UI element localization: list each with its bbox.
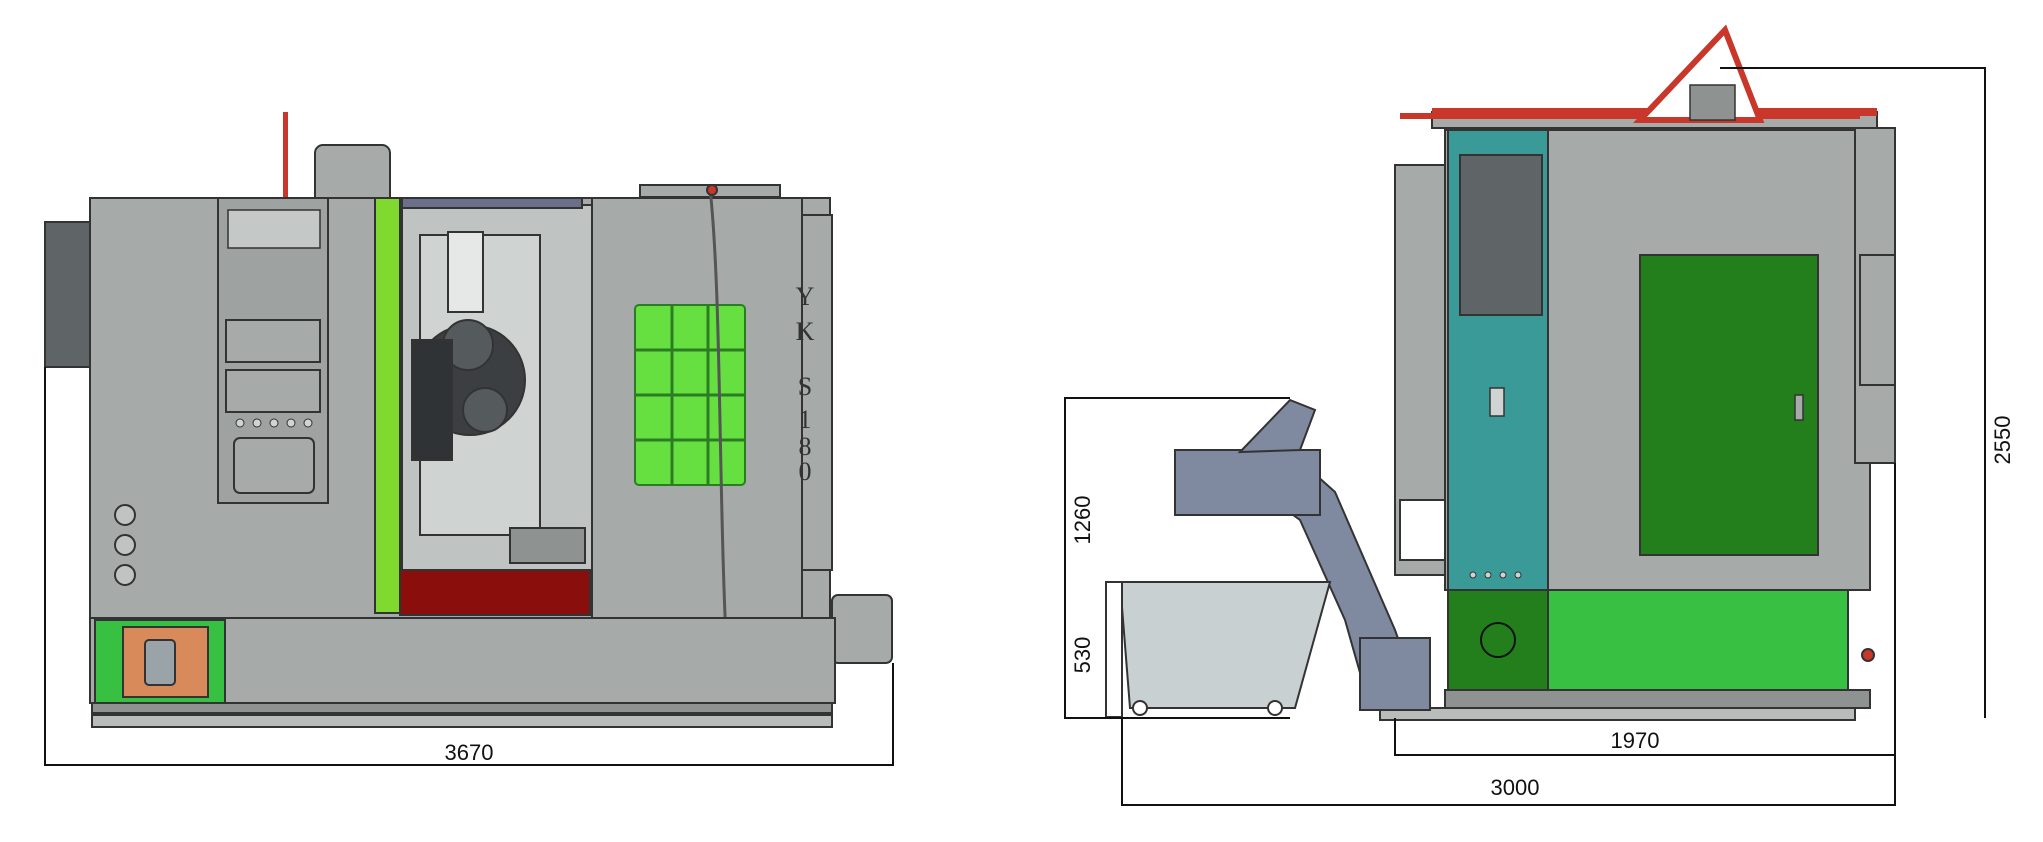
model-letter-6: 0 <box>799 457 812 486</box>
front-view: Y K S 1 8 0 <box>44 112 893 728</box>
cabinet-lock <box>1489 387 1505 417</box>
coolant-tank <box>1547 589 1849 691</box>
side-left-lower <box>1399 499 1451 561</box>
side-view <box>1105 24 1896 721</box>
nameplate <box>227 209 321 249</box>
height-dimension-line <box>1720 67 1986 718</box>
cabinet-buttons <box>1469 571 1522 579</box>
model-label: Y K S 1 8 0 <box>796 282 815 486</box>
base-skid <box>91 714 833 728</box>
conveyor-head <box>1174 449 1321 516</box>
model-letter-4: 1 <box>799 405 812 434</box>
side-dimensions <box>1064 67 1986 806</box>
chip-tray <box>399 569 591 616</box>
viewing-window-cells <box>635 305 745 485</box>
bin-handle <box>1105 581 1123 718</box>
side-skid <box>1379 707 1856 721</box>
tank-cap <box>1480 622 1516 658</box>
conveyor-arm <box>1237 398 1317 454</box>
total-depth-line <box>1121 718 1896 806</box>
chip-bin <box>1118 581 1332 709</box>
door-handle-strip <box>374 197 401 614</box>
lifting-frame-vent <box>1689 84 1736 121</box>
tailstock <box>509 527 586 564</box>
spindle-motor-housing <box>44 221 96 368</box>
model-letter-2: K <box>796 317 815 346</box>
control-buttons <box>235 418 313 428</box>
coolant-tank-dark <box>1447 589 1549 691</box>
bin-height-label: 530 <box>1070 637 1095 674</box>
window-top-rail <box>401 197 583 209</box>
base-footing <box>91 702 833 714</box>
right-side-column <box>799 214 833 571</box>
control-screen-top <box>225 319 321 363</box>
top-cabinet <box>314 144 391 206</box>
operator-knobs <box>114 504 136 586</box>
bin-wheel-left <box>1132 700 1148 716</box>
cabinet-monitor <box>1459 154 1543 316</box>
door-lock <box>144 639 176 686</box>
door-cable <box>708 187 730 681</box>
model-letter-5: 8 <box>799 432 812 461</box>
side-access-door <box>1639 254 1819 556</box>
model-letter-3: S <box>798 372 812 401</box>
side-footing <box>1444 689 1871 709</box>
side-right-panel <box>1859 254 1896 386</box>
conveyor-foot <box>1359 637 1431 711</box>
cable-pulley-top <box>706 184 718 196</box>
conveyor-height-line <box>1064 397 1290 719</box>
machine-depth-label: 1970 <box>1611 728 1660 753</box>
turret-hub-lower <box>462 387 508 433</box>
front-width-label: 3670 <box>445 740 494 765</box>
model-letter-1: Y <box>796 282 815 311</box>
total-depth-label: 3000 <box>1491 775 1540 800</box>
conveyor-height-label: 1260 <box>1070 496 1095 545</box>
keyboard-tray <box>233 437 315 494</box>
bin-wheel-right <box>1267 700 1283 716</box>
red-indicator <box>1861 648 1875 662</box>
front-width-dimension <box>44 367 894 766</box>
signal-mast <box>283 112 288 204</box>
door-handle <box>1794 394 1804 421</box>
control-screen-mid <box>225 369 321 413</box>
coolant-pump-box <box>831 594 893 664</box>
tool-arm <box>447 231 484 313</box>
machine-depth-line <box>1394 463 1896 756</box>
height-label: 2550 <box>1990 416 2015 465</box>
turret-base <box>411 339 453 461</box>
